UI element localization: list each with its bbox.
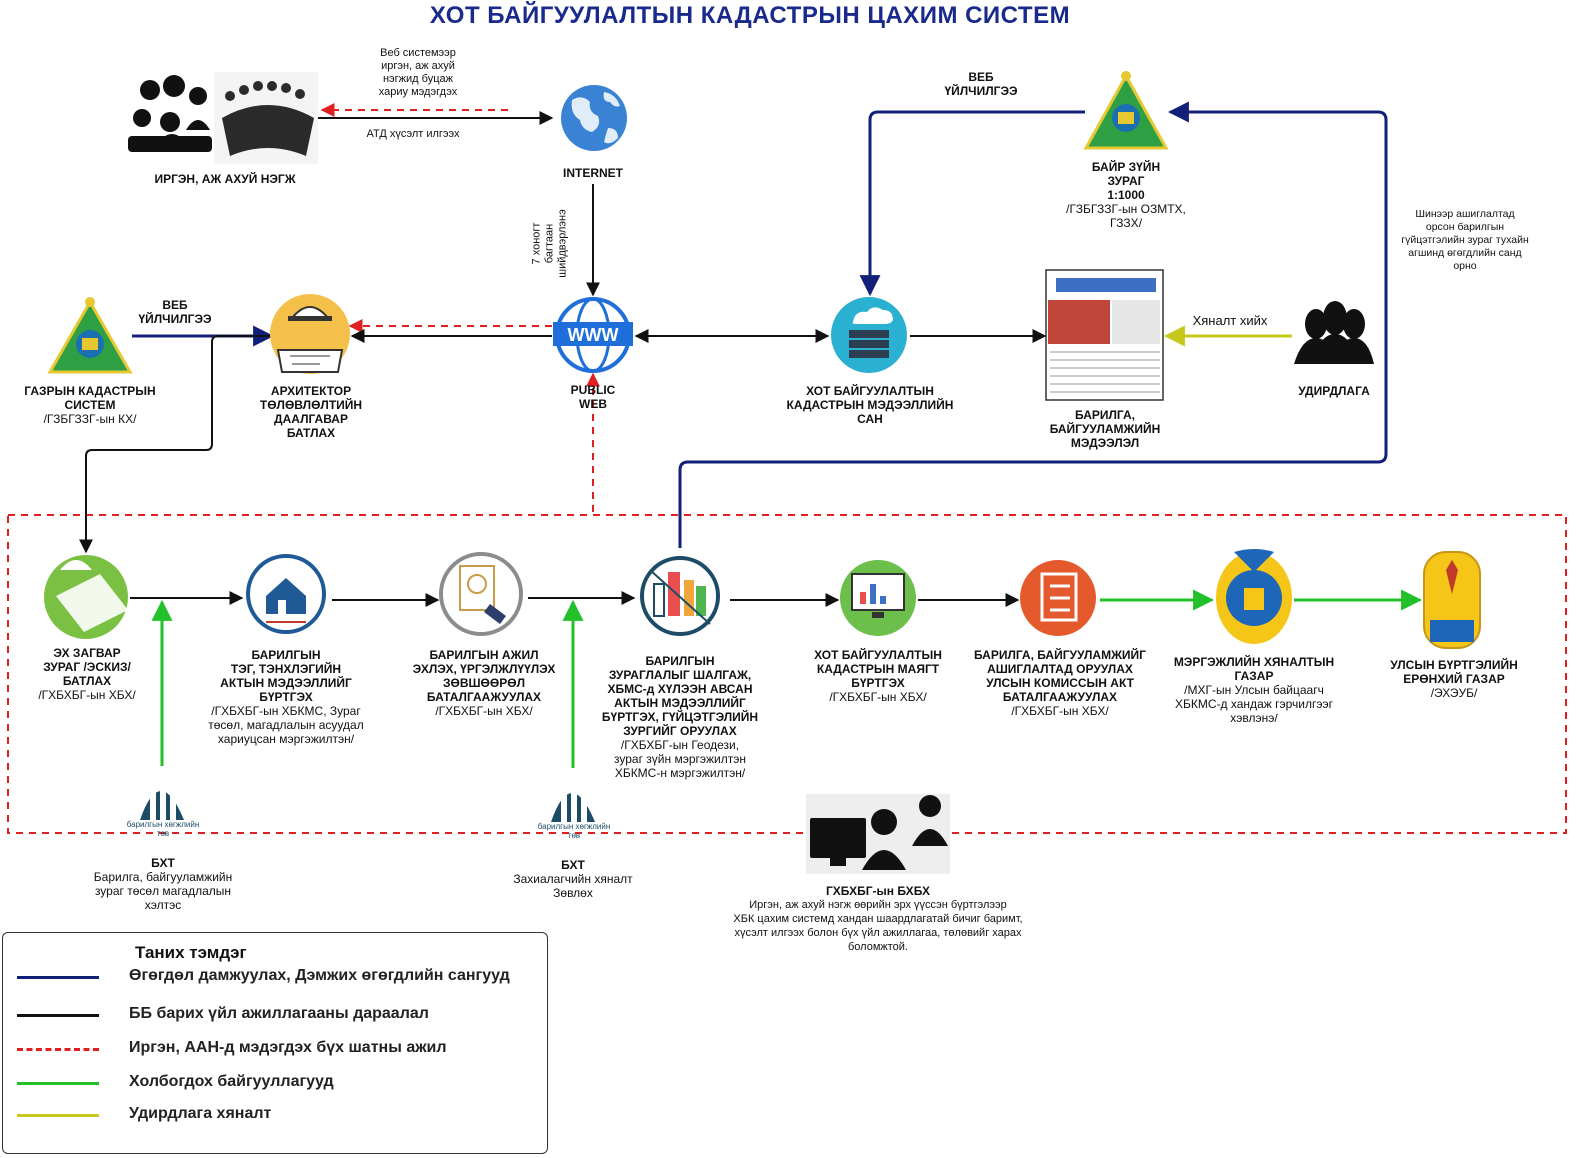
step7-label: МЭРГЭЖЛИЙН ХЯНАЛТЫН ГАЗАР — [1173, 655, 1335, 683]
legend-swatch — [17, 1014, 99, 1017]
legend-label: ББ барих үйл ажиллагааны дараалал — [129, 1005, 429, 1022]
step6-note: /ГХБХБГ-ын ХБХ/ — [1011, 704, 1109, 718]
crowd-icon — [214, 72, 318, 164]
bht2-logo-text: барилгын хөгжлийн төв — [537, 822, 611, 840]
people-icon — [128, 75, 212, 152]
house-icon — [246, 554, 326, 634]
step3-note: /ГХБХБГ-ын ХБХ/ — [435, 704, 533, 718]
emblem-icon — [1083, 71, 1169, 150]
legend-label: Холбогдох байгууллагууд — [129, 1073, 334, 1090]
step5-note: /ГХБХБГ-ын ХБХ/ — [829, 690, 927, 704]
legend-label: Удирдлага хяналт — [129, 1105, 272, 1122]
managers-icon — [1294, 301, 1374, 364]
bht-logo-icon — [140, 770, 184, 820]
monitoring-label: Хяналт хийх — [1192, 313, 1268, 328]
legend-item: Холбогдох байгууллагууд — [17, 1073, 537, 1093]
bhbh-note: Иргэн, аж ахуй нэгж өөрийн эрх үүссэн бү… — [733, 899, 1023, 953]
legend-swatch — [17, 976, 99, 979]
process-region — [7, 514, 1567, 834]
step6-label: БАРИЛГА, БАЙГУУЛАМЖИЙГ АШИГЛАЛТАД ОРУУЛА… — [974, 648, 1146, 704]
step3-label: БАРИЛГЫН АЖИЛ ЭХЛЭХ, ҮРГЭЛЖЛҮҮЛЭХ ЗӨВШӨӨ… — [412, 648, 556, 704]
document-icon — [1045, 269, 1164, 401]
citizens-label: ИРГЭН, АЖ АХУЙ НЭГЖ — [154, 172, 296, 186]
seven-days-label: 7 хоногт багтаан шийдвэрлэнэ — [530, 209, 569, 278]
svg-text:WWW: WWW — [568, 325, 619, 345]
bht-logo-icon — [551, 772, 595, 822]
registry-emblem-icon — [1423, 551, 1481, 649]
globe-icon — [561, 85, 627, 151]
legend: Таних тэмдэг Өгөгдөл дамжуулах, Дэмжих ө… — [2, 932, 548, 1154]
legend-item: Иргэн, ААН-д мэдэгдэх бүх шатны ажил — [17, 1039, 537, 1059]
architect-icon — [270, 294, 350, 374]
legend-swatch — [17, 1114, 99, 1117]
new-building-note: Шинээр ашиглалтад орсон барилгын гүйцэтг… — [1401, 208, 1529, 272]
architect-label: АРХИТЕКТОР ТӨЛӨВЛӨЛТИЙН ДААЛГАВАР БАТЛАХ — [259, 384, 363, 440]
step4-note: /ГХБХБГ-ын Геодези, зураг зүйн мэргэжилт… — [614, 738, 746, 780]
internet-label: INTERNET — [563, 166, 623, 180]
blueprint-icon — [44, 555, 128, 639]
bht2-label: БХТ — [561, 858, 585, 872]
step1-label: ЭХ ЗАГВАР ЗУРАГ /ЭСКИЗ/ БАТЛАХ — [43, 646, 131, 688]
stamp-icon — [439, 552, 523, 636]
public-web-label: PUBLIC WEB — [570, 383, 616, 411]
step2-label: БАРИЛГЫН ТЭГ, ТЭНХЛЭГИЙН АКТЫН МЭДЭЭЛЛИЙ… — [220, 648, 352, 704]
database-label: ХОТ БАЙГУУЛАЛТЫН КАДАСТРЫН МЭДЭЭЛЛИЙН СА… — [786, 384, 954, 426]
edge-topo-database — [859, 110, 1085, 297]
www-icon: WWW — [553, 297, 633, 373]
step2-note: /ГХБХБГ-ын ХБКМС, Зураг төсөл, магадлалы… — [208, 704, 364, 746]
inspection-emblem-icon — [1216, 549, 1292, 644]
step8-label: УЛСЫН БҮРТГЭЛИЙН ЕРӨНХИЙ ГАЗАР — [1390, 658, 1518, 686]
topo-map-label: БАЙР ЗҮЙН ЗУРАГ 1:1000 — [1091, 160, 1161, 202]
web-service-left-label: ВЕБ ҮЙЛЧИЛГЭЭ — [138, 298, 212, 326]
bht1-logo-text: барилгын хөгжлийн төв — [126, 820, 200, 838]
bht1-label: БХТ — [151, 856, 175, 870]
land-cadastre-note: /ГЗБГЗЗГ-ын КХ/ — [43, 412, 137, 426]
cloud-server-icon — [831, 297, 907, 373]
legend-label: Өгөгдөл дамжуулах, Дэмжих өгөгдлийн санг… — [129, 967, 510, 984]
step7-note: /МХГ-ын Улсын байцаагч ХБКМС-д хандаж гэ… — [1175, 683, 1333, 725]
legend-label: Иргэн, ААН-д мэдэгдэх бүх шатны ажил — [129, 1039, 447, 1056]
legend-item: ББ барих үйл ажиллагааны дараалал — [17, 1005, 537, 1025]
page-title: ХОТ БАЙГУУЛАЛТЫН КАДАСТРЫН ЦАХИМ СИСТЕМ — [429, 2, 1071, 29]
bht2-note: Захиалагчийн хяналт Зөвлөх — [513, 872, 633, 900]
monitor-chart-icon — [840, 560, 916, 636]
step1-note: /ГХБХБГ-ын ХБХ/ — [38, 688, 136, 702]
checklist-icon — [1020, 560, 1096, 636]
legend-title: Таних тэмдэг — [135, 943, 247, 962]
step4-label: БАРИЛГЫН ЗУРАГЛАЛЫГ ШАЛГАЖ, ХБМС-д ХҮЛЭЭ… — [601, 654, 759, 738]
legend-swatch — [17, 1048, 99, 1051]
topo-map-note: /ГЗБГЗЗГ-ын ОЗМТХ, ГЗЗХ/ — [1066, 202, 1186, 230]
land-cadastre-label: ГАЗРЫН КАДАСТРЫН СИСТЕМ — [24, 384, 156, 412]
computer-users-icon — [806, 794, 950, 874]
legend-item: Удирдлага хяналт — [17, 1105, 537, 1125]
legend-item: Өгөгдөл дамжуулах, Дэмжих өгөгдлийн санг… — [17, 967, 537, 987]
bht1-note: Барилга, байгууламжийн зураг төсөл магад… — [93, 870, 233, 912]
web-return-label: Веб системээр иргэн, аж ахуй нэгжид буца… — [378, 47, 458, 98]
atd-request-label: АТД хүсэлт илгээх — [366, 128, 460, 140]
bhbh-label: ГХБХБГ-ын БХБХ — [825, 884, 931, 898]
step8-note: /ЭХЭУБ/ — [1430, 686, 1478, 700]
management-label: УДИРДЛАГА — [1298, 384, 1370, 398]
city-icon — [640, 556, 720, 636]
step5-label: ХОТ БАЙГУУЛАЛТЫН КАДАСТРЫН МАЯГТ БҮРТГЭХ — [814, 648, 942, 690]
edge-architect-step1 — [79, 335, 272, 554]
emblem-icon — [47, 297, 133, 374]
building-info-label: БАРИЛГА, БАЙГУУЛАМЖИЙН МЭДЭЭЛЭЛ — [1049, 408, 1161, 450]
web-service-right-label: ВЕБ ҮЙЛЧИЛГЭЭ — [944, 70, 1018, 98]
legend-swatch — [17, 1082, 99, 1085]
edge-step4-topo — [678, 101, 1388, 548]
